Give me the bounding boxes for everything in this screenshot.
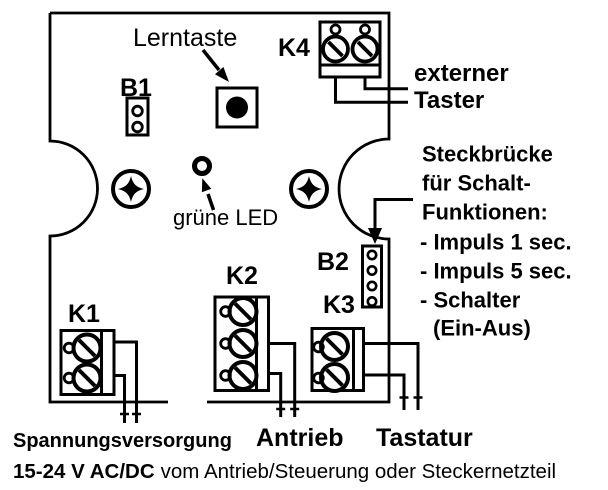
k4-screw-2 bbox=[350, 34, 380, 64]
k2-connection-label: Antrieb bbox=[256, 424, 344, 452]
jumper-option-4: (Ein-Aus) bbox=[433, 316, 531, 341]
learn-button-arrow bbox=[201, 48, 229, 82]
k3-screw-1 bbox=[319, 331, 350, 362]
b1-label: B1 bbox=[120, 74, 152, 102]
jumper-heading-line3: Funktionen: bbox=[422, 200, 548, 225]
k1-screw-1 bbox=[71, 332, 103, 364]
jumper-pointer-arrow bbox=[368, 198, 413, 244]
board-edge-bottom-left bbox=[48, 13, 168, 404]
external-button-label-line2: Taster bbox=[414, 87, 484, 114]
led-label: grüne LED bbox=[173, 205, 278, 230]
jumper-option-1: - Impuls 1 sec. bbox=[420, 230, 572, 255]
k2-screw-2 bbox=[227, 328, 259, 359]
k4-pin-2 bbox=[359, 23, 371, 36]
k2-wires bbox=[268, 342, 300, 417]
learn-button-cap bbox=[226, 96, 248, 119]
b1-pin-1 bbox=[131, 104, 144, 118]
k4-screw-1 bbox=[321, 34, 350, 64]
jumper-heading-line1: Steckbrücke bbox=[422, 142, 553, 167]
k1-wires bbox=[114, 340, 141, 423]
k1-label: K1 bbox=[68, 300, 100, 328]
k1-connection-label: Spannungsversorgung bbox=[13, 430, 232, 452]
b2-jumper-header bbox=[361, 244, 383, 309]
b1-jumper-connector bbox=[125, 96, 150, 137]
footer-voltage: 15-24 V AC/DC bbox=[13, 460, 155, 483]
k4-label: K4 bbox=[278, 34, 310, 62]
k3-connection-label: Tastatur bbox=[376, 424, 473, 452]
k1-screw-2 bbox=[71, 362, 103, 394]
b2-pin-3 bbox=[366, 280, 378, 292]
k2-screw-3 bbox=[227, 360, 259, 391]
k1-terminal-block bbox=[59, 329, 116, 396]
k4-pin-1 bbox=[329, 23, 342, 36]
k3-terminal-block bbox=[310, 327, 365, 393]
b2-pin-4 bbox=[366, 295, 378, 307]
b2-pin-1 bbox=[366, 249, 378, 261]
learn-button bbox=[215, 86, 259, 129]
k3-screw-2 bbox=[319, 362, 350, 393]
k2-label: K2 bbox=[226, 262, 258, 290]
b1-pin-2 bbox=[131, 120, 144, 134]
k2-screw-1 bbox=[227, 296, 259, 327]
b2-label: B2 bbox=[317, 248, 349, 276]
led-arrow bbox=[201, 178, 216, 211]
k3-wires bbox=[363, 342, 423, 410]
k4-wires bbox=[334, 78, 408, 104]
k3-pin-2 bbox=[312, 371, 325, 385]
jumper-heading-line2: für Schalt- bbox=[422, 171, 531, 196]
footer-description: vom Antrieb/Steuerung oder Steckernetzte… bbox=[161, 460, 556, 483]
b2-pin-2 bbox=[366, 264, 378, 276]
k3-label: K3 bbox=[323, 291, 355, 319]
k2-terminal-block bbox=[213, 295, 270, 392]
external-button-label-line1: externer bbox=[414, 60, 509, 87]
mounting-screw-right-icon bbox=[289, 169, 329, 209]
jumper-option-3: - Schalter bbox=[420, 288, 521, 313]
k3-pin-1 bbox=[312, 340, 325, 354]
footer-text: 15-24 V AC/DC vom Antrieb/Steuerung oder … bbox=[13, 460, 556, 483]
mounting-screw-left-icon bbox=[111, 169, 151, 209]
green-led-icon bbox=[192, 156, 212, 176]
learn-button-label: Lerntaste bbox=[133, 24, 237, 52]
k4-terminal-block bbox=[318, 20, 382, 79]
jumper-option-2: - Impuls 5 sec. bbox=[420, 259, 572, 284]
